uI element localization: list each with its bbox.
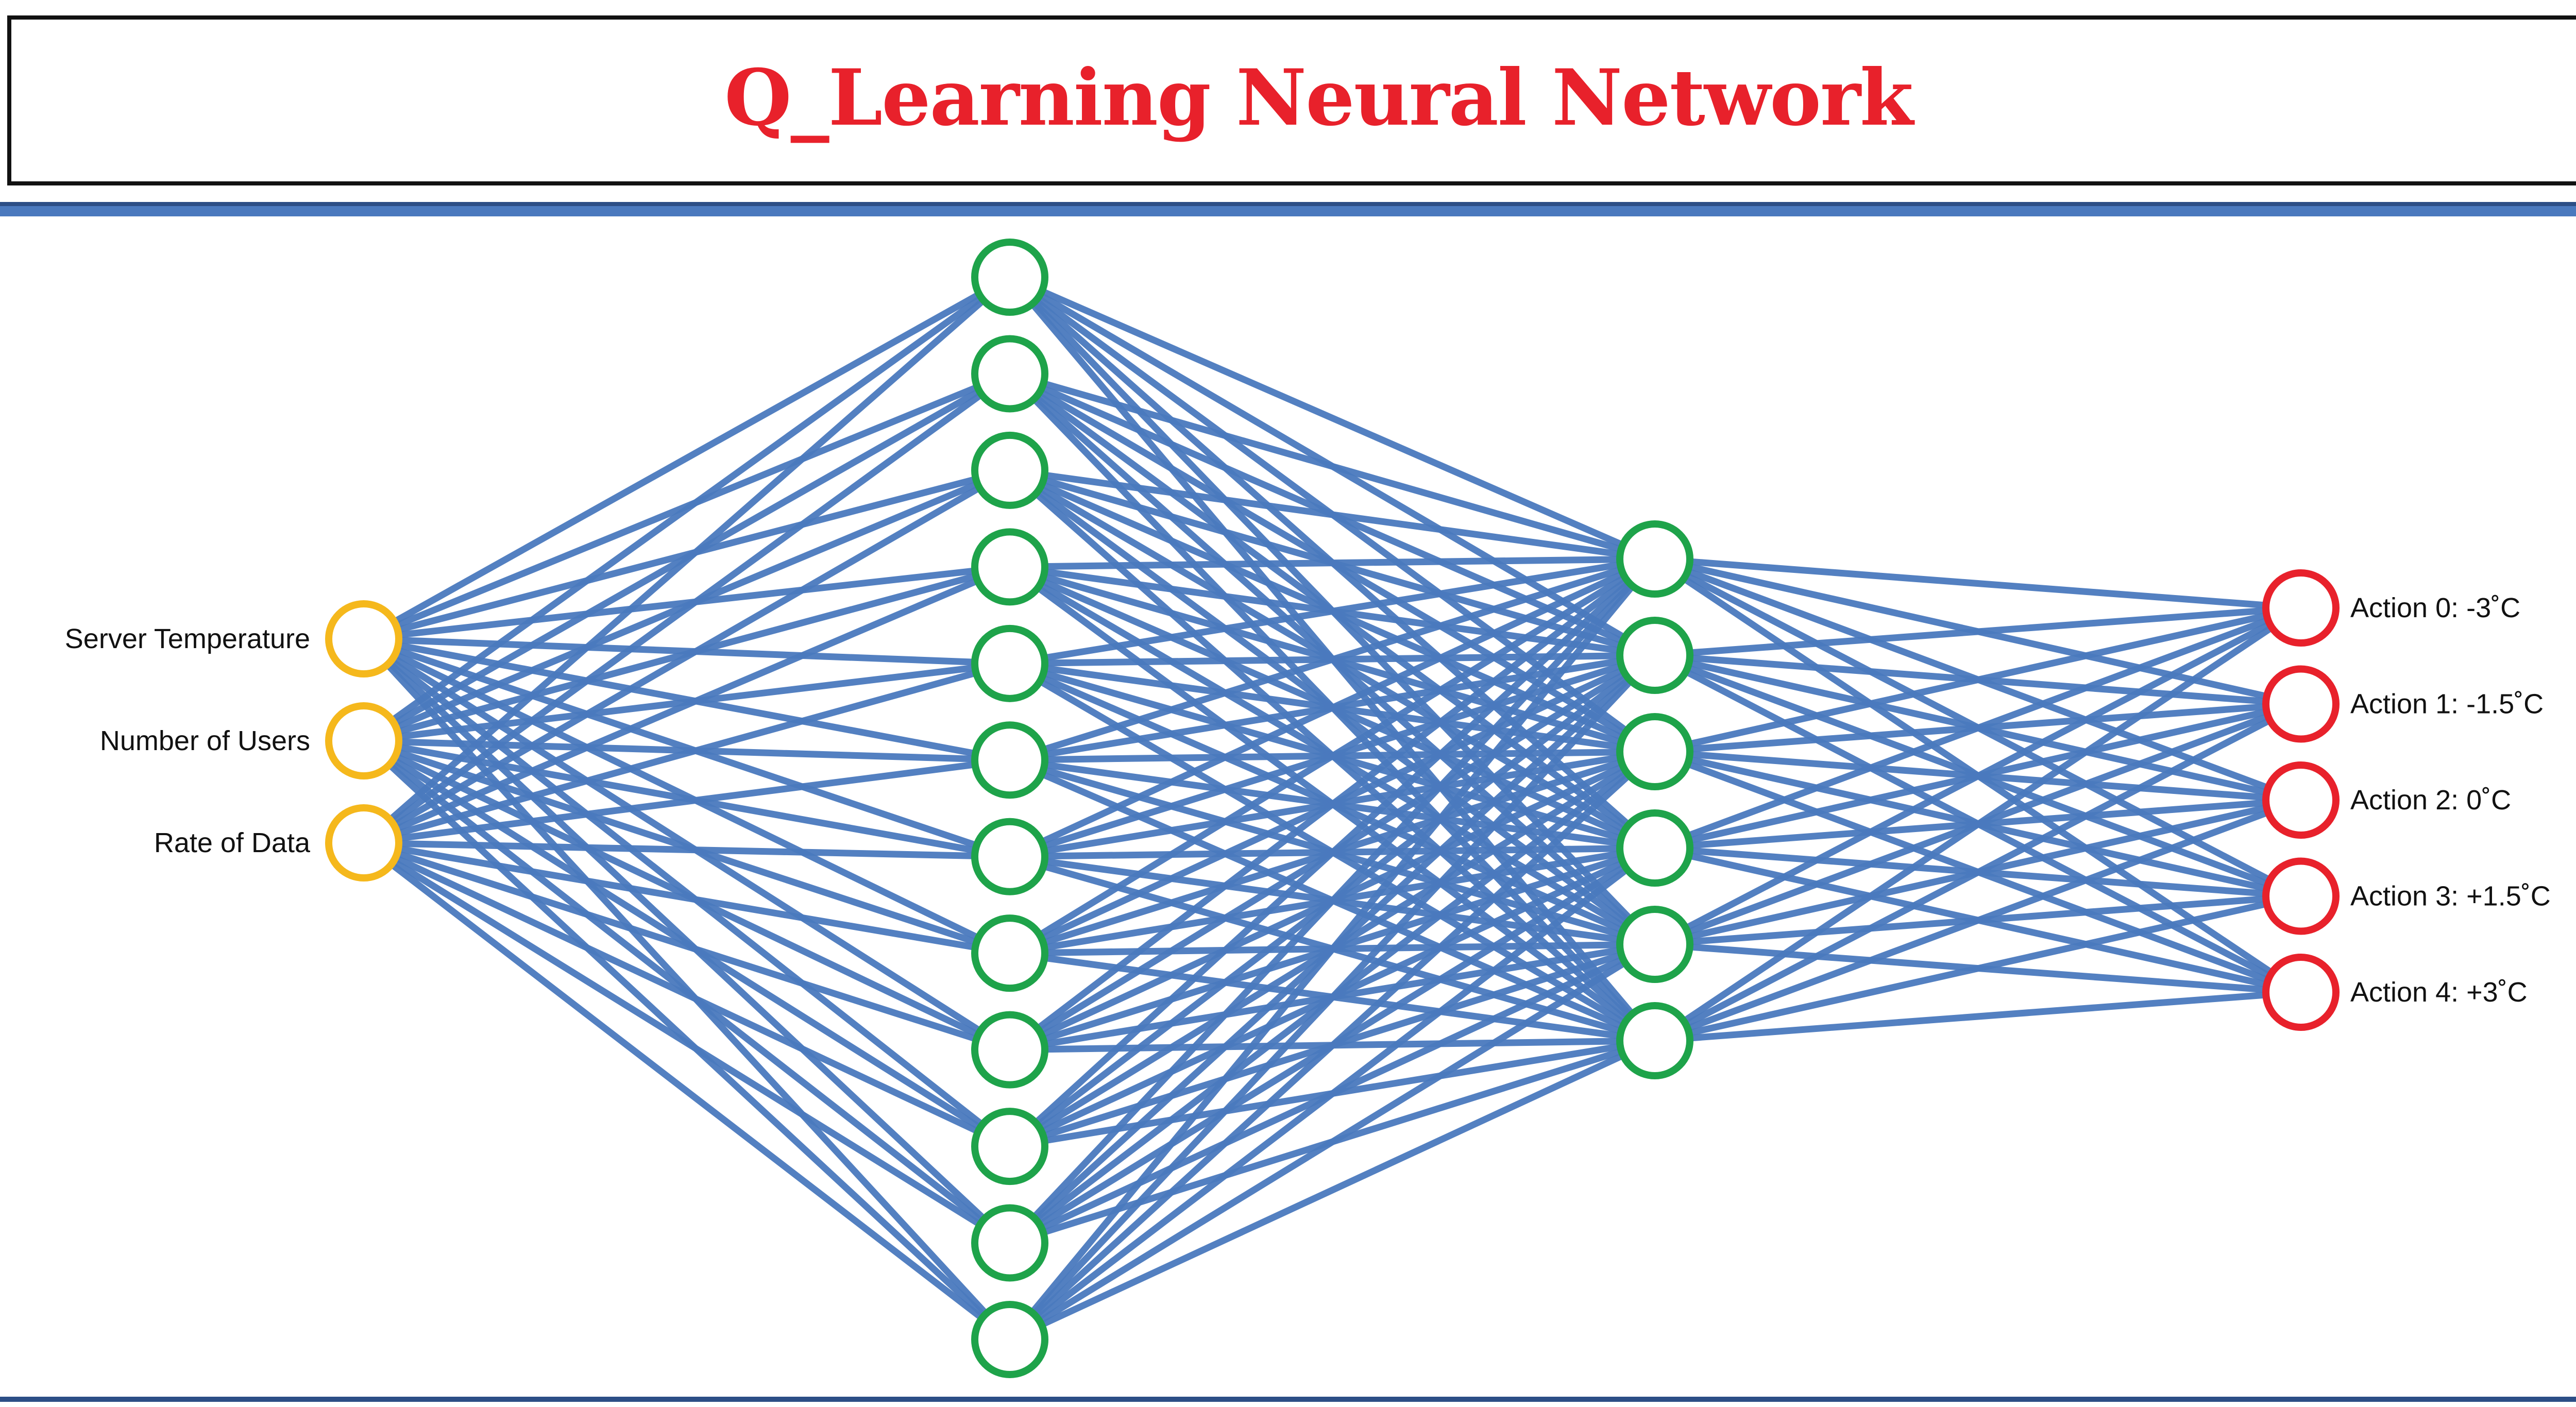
edge-input-3-to-hidden1-3 (362, 467, 1012, 846)
edge-input-3-to-hidden1-1 (361, 275, 1012, 845)
output-node-5 (2262, 954, 2340, 1031)
edge-hidden2-6-to-output-1 (1653, 605, 2303, 1044)
input-label-2: Number of Users (100, 725, 310, 756)
edge-hidden1-10-to-hidden2-1 (1007, 556, 1657, 1149)
edge-hidden1-12-to-hidden2-1 (1007, 556, 1658, 1342)
edge-hidden2-6-to-output-5 (1654, 989, 2301, 1044)
output-label-4: Action 3: +1.5˚C (2350, 881, 2551, 912)
edge-hidden1-6-to-hidden2-1 (1009, 555, 1656, 764)
hidden2-node-5 (1616, 906, 1693, 983)
edge-hidden2-6-to-output-2 (1653, 701, 2303, 1044)
hidden1-node-3 (971, 431, 1048, 509)
edge-input-3-to-hidden1-6 (363, 756, 1010, 846)
edge-input-3-to-hidden1-9 (363, 839, 1011, 1053)
edge-hidden1-2-to-hidden2-1 (1009, 370, 1656, 563)
input-node-1 (325, 600, 402, 677)
hidden1-node-2 (971, 335, 1048, 413)
edge-hidden2-1-to-output-1 (1654, 555, 2301, 612)
page-title: Q_Learning Neural Network (724, 53, 1913, 143)
title-box: Q_Learning Neural Network (7, 15, 2576, 185)
connection-edges (361, 274, 2303, 1343)
edge-input-3-to-hidden1-5 (363, 660, 1011, 846)
hidden2-node-4 (1616, 809, 1693, 887)
edge-hidden1-12-to-hidden2-4 (1008, 845, 1657, 1343)
footer-rule (0, 1397, 2576, 1402)
edge-input-3-to-hidden1-2 (362, 371, 1012, 846)
hidden1-node-7 (971, 818, 1048, 895)
edge-hidden1-12-to-hidden2-3 (1007, 749, 1657, 1342)
input-node-3 (325, 804, 402, 882)
edge-hidden1-11-to-hidden2-1 (1007, 556, 1657, 1246)
edge-hidden1-3-to-hidden2-1 (1009, 467, 1655, 563)
output-label-3: Action 2: 0˚C (2350, 785, 2511, 816)
output-label-5: Action 4: +3˚C (2350, 977, 2528, 1008)
edge-input-3-to-hidden1-12 (362, 840, 1012, 1343)
hidden1-node-11 (971, 1204, 1048, 1282)
edge-hidden2-2-to-output-1 (1654, 604, 2301, 659)
edge-hidden1-12-to-hidden2-2 (1007, 653, 1657, 1342)
input-label-3: Rate of Data (154, 827, 311, 858)
hidden1-node-9 (971, 1011, 1048, 1089)
hidden1-node-4 (971, 528, 1048, 606)
edge-hidden2-3-to-output-1 (1654, 604, 2302, 755)
hidden1-node-12 (971, 1301, 1048, 1378)
edge-input-3-to-hidden1-8 (363, 839, 1011, 957)
edge-input-3-to-hidden1-4 (362, 564, 1011, 846)
hidden2-node-3 (1616, 713, 1693, 790)
edge-hidden1-4-to-hidden2-1 (1009, 555, 1655, 570)
edge-hidden2-5-to-output-1 (1653, 605, 2303, 947)
hidden2-node-6 (1616, 1002, 1693, 1079)
edge-hidden1-7-to-hidden2-1 (1008, 556, 1656, 860)
edge-hidden1-12-to-hidden2-5 (1008, 941, 1657, 1343)
edge-hidden1-5-to-hidden2-1 (1009, 555, 1656, 667)
output-node-2 (2262, 665, 2340, 743)
edge-hidden1-1-to-hidden2-1 (1008, 274, 1656, 562)
hidden2-node-1 (1616, 520, 1693, 598)
hidden2-node-2 (1616, 617, 1693, 694)
edge-input-3-to-hidden1-10 (362, 840, 1011, 1149)
edge-input-3-to-hidden1-7 (363, 839, 1010, 860)
output-node-1 (2262, 569, 2340, 647)
edge-input-3-to-hidden1-11 (362, 840, 1012, 1246)
edge-hidden1-9-to-hidden2-1 (1008, 556, 1657, 1053)
edge-hidden1-8-to-hidden2-1 (1008, 556, 1657, 956)
hidden1-node-10 (971, 1108, 1048, 1185)
hidden1-node-6 (971, 721, 1048, 799)
edge-hidden1-12-to-hidden2-6 (1008, 1038, 1656, 1343)
edge-input-2-to-hidden1-1 (362, 274, 1012, 744)
hidden1-node-5 (971, 624, 1048, 702)
output-label-2: Action 1: -1.5˚C (2350, 689, 2544, 720)
input-label-1: Server Temperature (65, 623, 310, 654)
edge-hidden2-4-to-output-1 (1653, 604, 2302, 852)
output-node-3 (2262, 761, 2340, 839)
hidden1-node-8 (971, 914, 1048, 992)
network-nodes (325, 239, 2340, 1378)
edge-hidden2-6-to-output-4 (1654, 893, 2302, 1044)
hidden1-node-1 (971, 239, 1048, 316)
output-node-4 (2262, 857, 2340, 935)
header-rule-dark (0, 202, 2576, 206)
input-node-2 (325, 702, 402, 779)
header-rule (0, 206, 2576, 216)
edge-hidden2-6-to-output-3 (1653, 796, 2302, 1044)
edge-input-1-to-hidden1-1 (362, 274, 1012, 642)
output-label-1: Action 0: -3˚C (2350, 592, 2520, 623)
